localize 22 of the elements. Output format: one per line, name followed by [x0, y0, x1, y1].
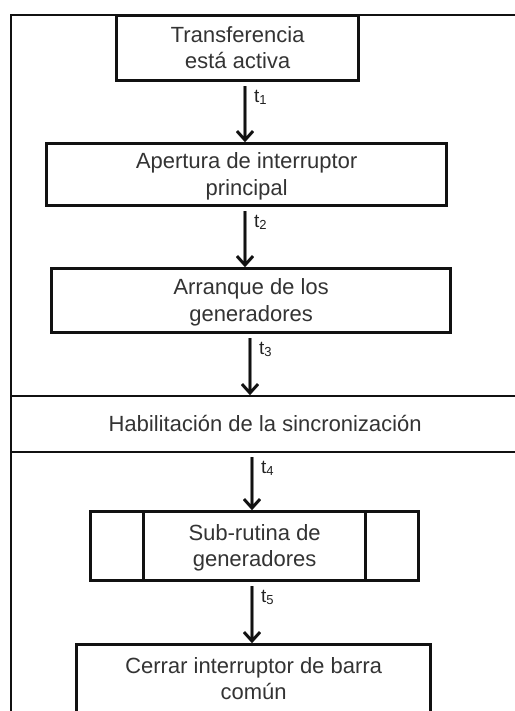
- subroutine-box: [89, 510, 420, 582]
- process-box: [115, 14, 360, 82]
- edge-label: t$_{1}$: [254, 86, 267, 108]
- process-box: [45, 142, 448, 207]
- box-label: Apertura de interruptor principal: [134, 148, 358, 201]
- arrow: [235, 211, 255, 267]
- box-label: Arranque de los generadores: [172, 274, 330, 327]
- edge-label: t$_{4}$: [261, 457, 274, 479]
- process-box: [50, 267, 452, 334]
- arrow: [242, 457, 262, 510]
- edge-label: t$_{2}$: [254, 211, 267, 233]
- arrow: [240, 338, 260, 395]
- box-label: Transferencia está activa: [170, 22, 306, 74]
- box-label: Habilitación de la sincronización: [108, 410, 422, 438]
- process-box: [75, 643, 432, 711]
- arrow: [235, 86, 255, 142]
- edge-label: t$_{3}$: [259, 338, 272, 360]
- process-box: [10, 395, 515, 453]
- edge-label: t$_{5}$: [261, 586, 274, 608]
- box-label: Cerrar interruptor de barra común: [124, 652, 383, 706]
- box-label: Sub-rutina de generadores: [187, 520, 322, 572]
- arrow: [242, 586, 262, 643]
